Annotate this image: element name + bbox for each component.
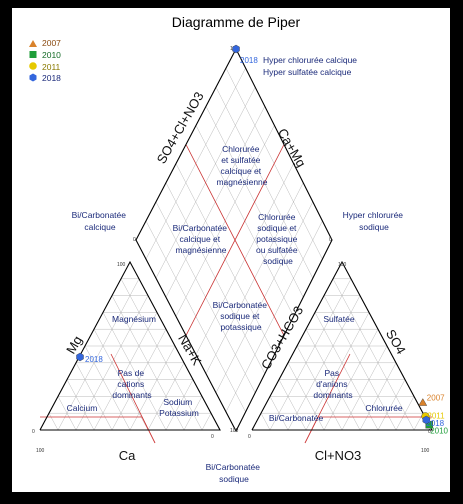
legend-label-2011: 2011 bbox=[42, 62, 61, 72]
grid-line bbox=[341, 345, 388, 431]
legend-label-2007: 2007 bbox=[42, 38, 61, 48]
grid-line bbox=[120, 278, 203, 431]
tick-left-0: 0 bbox=[133, 237, 136, 243]
zone-pas-d-anions: Pas d'anions dominants bbox=[313, 368, 352, 400]
tick-rt-apex-100: 100 bbox=[338, 262, 347, 268]
grid-line bbox=[93, 312, 158, 431]
zone-chloruree-sulfatee: Chlorurée et sulfatée calcique et magnés… bbox=[216, 144, 267, 187]
point-2018-diamond bbox=[232, 44, 240, 54]
point-label-2010-anion: 2010 bbox=[430, 427, 448, 436]
grid-line bbox=[269, 278, 352, 431]
point-label-2011-anion: 2011 bbox=[427, 411, 445, 420]
grid-line bbox=[66, 379, 95, 431]
anion-triangle-outline bbox=[251, 260, 433, 431]
grid-line bbox=[48, 413, 59, 431]
grid-line bbox=[111, 295, 185, 431]
zone-bicarb-calcique: Bi/Carbonatée calcique bbox=[72, 210, 129, 232]
legend-marker-2010 bbox=[29, 51, 37, 58]
zone-bicarb-sodique-potassique: Bi/Carbonatée sodique et potassique bbox=[213, 300, 270, 332]
zone-calcium: Calcium bbox=[67, 403, 98, 413]
point-2007-anion bbox=[418, 398, 428, 406]
tick-right-0: 0 bbox=[329, 237, 332, 243]
grid-line bbox=[296, 345, 343, 431]
grid-line bbox=[57, 278, 140, 431]
grid-line bbox=[323, 295, 397, 431]
point-label-2018-cation: 2018 bbox=[85, 355, 103, 364]
tick-rt-right-0: 0 bbox=[428, 429, 431, 435]
legend-marker-2018 bbox=[29, 73, 37, 82]
grid-line bbox=[165, 379, 194, 431]
tick-rt-bottom-100: 100 bbox=[421, 448, 430, 454]
zone-sodium-potassium: Sodium Potassium bbox=[159, 397, 199, 418]
point-2018-cation bbox=[76, 352, 84, 362]
grid-line bbox=[84, 345, 131, 431]
tick-lt-apex-100: 100 bbox=[117, 262, 126, 268]
zone-line bbox=[304, 353, 351, 444]
zone-line bbox=[110, 353, 156, 444]
grid-line bbox=[201, 413, 212, 431]
axis-title-co3-hco3: CO3+HCO3 bbox=[258, 303, 306, 372]
diagram-outlines bbox=[39, 48, 433, 433]
legend-marker-2007 bbox=[29, 40, 37, 47]
zone-magnesium: Magnésium bbox=[112, 314, 156, 324]
tick-lt-bottom-100: 100 bbox=[36, 448, 45, 454]
tick-rt-left-0: 0 bbox=[248, 434, 251, 440]
grid-line bbox=[314, 312, 379, 431]
grid-line bbox=[260, 413, 271, 431]
tick-bottom-100: 100 bbox=[230, 428, 239, 434]
zone-bicarbonatee: Bi/Carbonatée bbox=[269, 413, 324, 423]
chart-panel bbox=[12, 8, 450, 492]
zone-line bbox=[185, 144, 285, 336]
axis-title-ca: Ca bbox=[119, 448, 136, 463]
legend: 2007 2010 2011 2018 bbox=[29, 38, 61, 83]
chart-title: Diagramme de Piper bbox=[172, 14, 301, 30]
zone-bicarb-sodique: Bi/Carbonatée sodique bbox=[206, 462, 263, 484]
grid-line bbox=[75, 295, 149, 431]
zone-sulfatee: Sulfatée bbox=[323, 314, 354, 324]
axis-title-na-k: Na+K bbox=[175, 332, 205, 368]
axis-title-cl-no3: Cl+NO3 bbox=[315, 448, 362, 463]
point-2018-anion bbox=[422, 415, 430, 425]
tick-lt-left-0: 0 bbox=[32, 429, 35, 435]
grid-line bbox=[332, 278, 415, 431]
legend-label-2010: 2010 bbox=[42, 50, 61, 60]
zone-hyper-top: Hyper chlorurée calcique Hyper sulfatée … bbox=[263, 55, 359, 77]
grid-line bbox=[278, 379, 307, 431]
grid-line bbox=[287, 295, 361, 431]
zone-pas-de-cations: Pas de cations dominants bbox=[112, 368, 151, 400]
grid-lines bbox=[48, 68, 424, 431]
legend-marker-2011 bbox=[29, 62, 37, 70]
tick-lt-right-0: 0 bbox=[211, 434, 214, 440]
grid-line bbox=[377, 379, 406, 431]
cation-triangle-outline bbox=[39, 260, 221, 431]
zone-chloruree-sodique: Chlorurée sodique et potassique ou sulfa… bbox=[256, 212, 300, 266]
diamond-outline bbox=[135, 48, 333, 433]
zone-bicarb-calcique-magnesienne: Bi/Carbonatée calcique et magnésienne bbox=[173, 223, 230, 255]
grid-line bbox=[305, 312, 370, 431]
zone-labels: Chlorurée et sulfatée calcique et magnés… bbox=[67, 55, 406, 484]
point-label-2018-diamond: 2018 bbox=[240, 56, 258, 65]
grid-line bbox=[129, 345, 176, 431]
zone-boundaries bbox=[40, 144, 432, 444]
legend-label-2018: 2018 bbox=[42, 73, 61, 83]
point-label-2007-anion: 2007 bbox=[427, 394, 445, 403]
point-label-2018-anion: 2018 bbox=[426, 419, 444, 428]
zone-hyper-chloruree-sodique: Hyper chlorurée sodique bbox=[343, 210, 406, 232]
axis-title-so4: SO4 bbox=[383, 327, 409, 357]
axis-title-ca-mg: Ca+Mg bbox=[275, 126, 309, 170]
grid-line bbox=[102, 312, 167, 431]
zone-chloruree: Chlorurée bbox=[365, 403, 403, 413]
